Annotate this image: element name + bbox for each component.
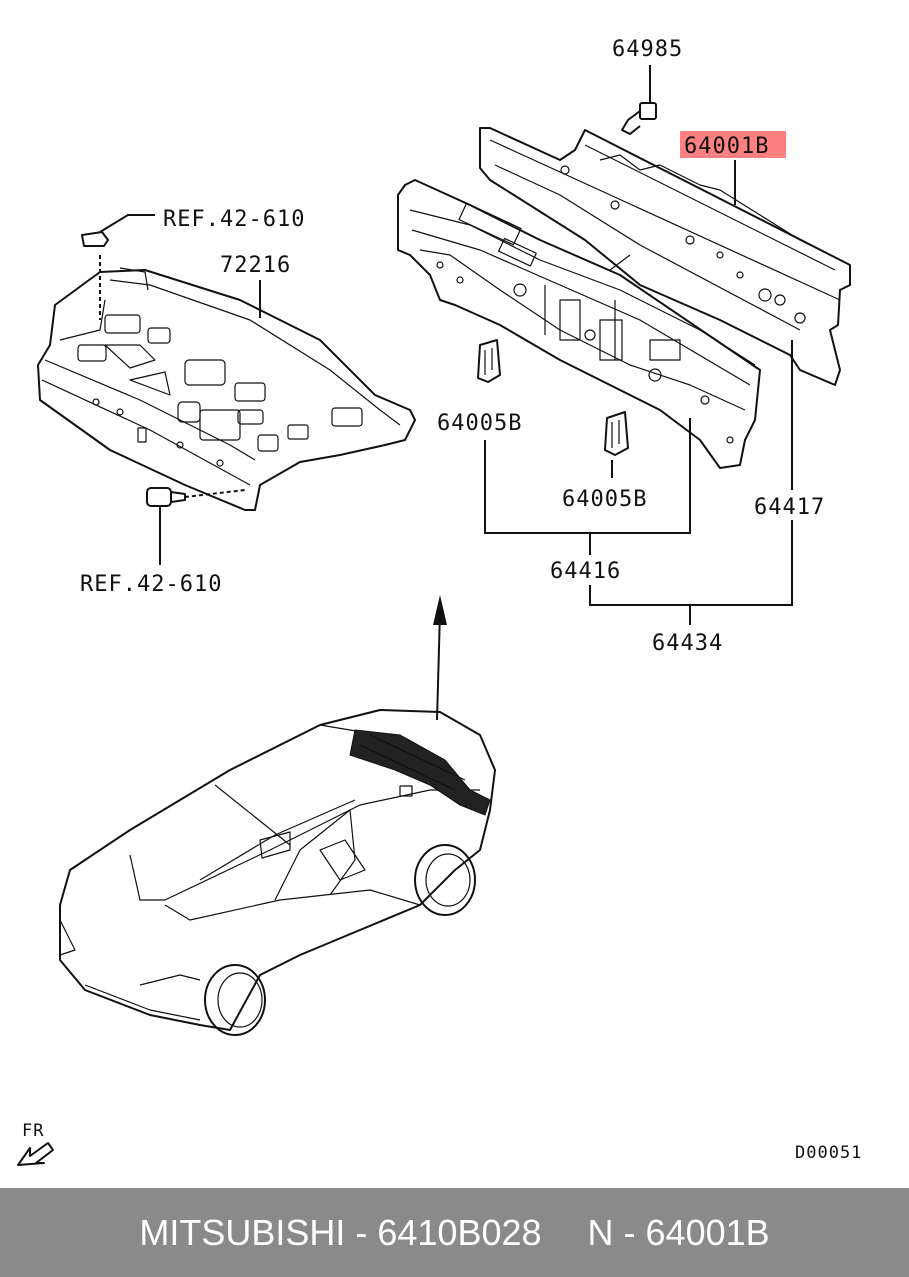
bracket-right [604, 411, 629, 456]
bracket-left [477, 339, 501, 383]
location-arrow [433, 595, 447, 721]
highlight-box [680, 131, 786, 158]
label-panel-assy-total: 64434 [652, 631, 723, 656]
rear-panel-assembly [397, 179, 761, 469]
front-arrow-icon [17, 1142, 54, 1166]
parts-diagram: 64985 64001B REF.42-610 72216 64005B 640… [17, 37, 862, 1166]
ref-plug-bottom [146, 487, 246, 565]
footer-ref-number: 64001B [645, 1211, 770, 1253]
footer-ref-prefix: N [587, 1211, 614, 1253]
front-direction-label: FR [22, 1121, 44, 1141]
label-panel-assy-right: 64417 [754, 495, 825, 520]
label-tray: 72216 [220, 253, 291, 278]
ref-bracket-top [81, 214, 155, 320]
upper-rear-panel [479, 127, 851, 386]
footer-part-number: 6410B028 [377, 1211, 542, 1253]
rear-shelf-tray [37, 267, 416, 511]
label-bracket-b: 64005B [562, 487, 647, 512]
diagram-code: D00051 [795, 1143, 862, 1163]
label-clip: 64985 [612, 37, 683, 62]
label-ref-bottom: REF.42-610 [80, 572, 222, 597]
label-panel-assy-mid: 64416 [550, 559, 621, 584]
car-outline [59, 709, 496, 1036]
clip-64985 [621, 65, 657, 135]
leader-lines [259, 160, 793, 625]
label-ref-top: REF.42-610 [163, 207, 305, 232]
label-highlighted-part: 64001B [684, 134, 769, 159]
footer-bar: MITSUBISHI - 6410B028 N - 64001B [0, 1188, 909, 1277]
front-direction-marker: FR [17, 1121, 54, 1166]
label-bracket-a: 64005B [437, 411, 522, 436]
footer-separator: - [613, 1211, 646, 1253]
footer-separator: - [345, 1211, 378, 1253]
footer-brand: MITSUBISHI [139, 1211, 346, 1253]
